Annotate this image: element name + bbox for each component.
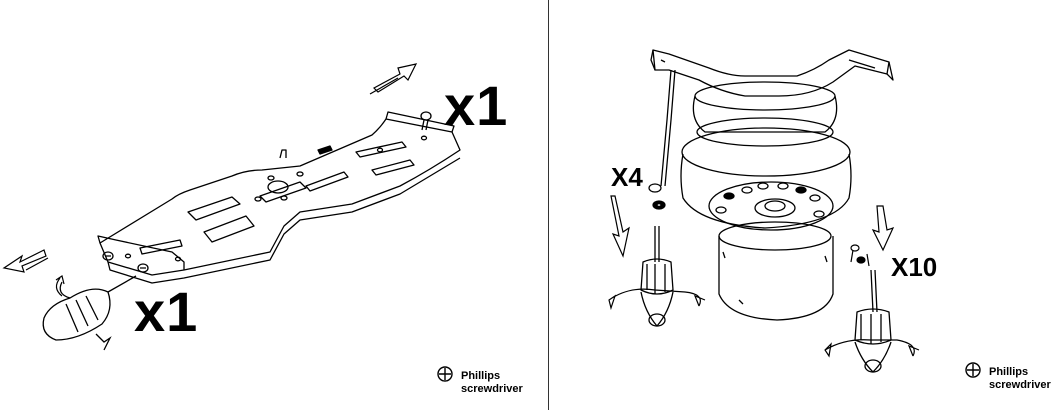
quantity-label-bottom: x1 [134, 280, 199, 343]
rotation-arrow-icon [55, 275, 65, 297]
rotation-arrow-icon [608, 288, 706, 311]
right-step-panel: X4 X10 Phillips screwdriver [549, 0, 1052, 410]
housing-screws [850, 244, 870, 267]
screw-top [420, 111, 432, 131]
panel-divider [548, 0, 549, 410]
tool-name-line2: screwdriver [989, 379, 1051, 391]
mounting-bracket-illustration [2, 63, 461, 382]
rotation-arrow-icon [824, 339, 920, 358]
quantity-label-x10: X10 [891, 252, 938, 282]
phillips-cross-icon [965, 362, 981, 378]
screwdriver-right-right [854, 269, 892, 373]
hanger-bracket [652, 49, 890, 97]
motor-housing-illustration [608, 49, 981, 378]
left-step-panel: x1 x1 Phillips screwdriver [2, 63, 523, 395]
quantity-label-x4: X4 [611, 162, 643, 192]
tool-name-line1: Phillips [461, 370, 501, 382]
bracket-screws [648, 183, 666, 210]
arrow-down-left-icon [2, 249, 49, 273]
arrow-down-icon [871, 205, 895, 252]
screws-bottom [102, 251, 149, 273]
arrow-down-icon [610, 195, 630, 258]
mounting-bracket [99, 118, 461, 276]
arrow-up-right-icon [369, 63, 418, 95]
screwdriver-right-left [640, 226, 674, 327]
screwdriver-left [42, 275, 137, 351]
quantity-label-top: x1 [444, 74, 509, 137]
tool-name-line1: Phillips [989, 366, 1029, 378]
phillips-cross-icon [437, 366, 453, 382]
tool-name-line2: screwdriver [461, 383, 523, 395]
